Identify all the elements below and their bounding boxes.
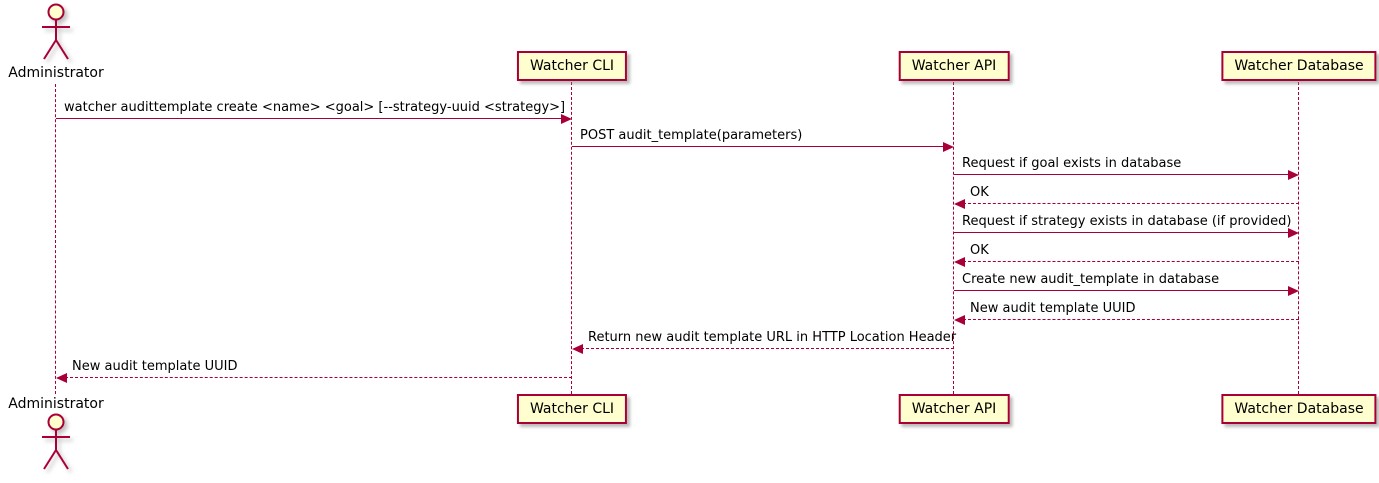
message-arrowhead-icon bbox=[572, 344, 583, 354]
actor-administrator-top-icon bbox=[34, 2, 78, 66]
actor-administrator-bottom-label: Administrator bbox=[8, 396, 104, 412]
message-label: Request if strategy exists in database (… bbox=[962, 214, 1292, 229]
lifeline-administrator bbox=[55, 84, 56, 394]
participant-watcher-database-bottom: Watcher Database bbox=[1221, 394, 1377, 424]
participant-watcher-cli-bottom: Watcher CLI bbox=[516, 394, 628, 424]
message-arrowhead-icon bbox=[56, 373, 67, 383]
message-line bbox=[963, 319, 1299, 320]
message-line bbox=[65, 377, 572, 378]
message-line bbox=[954, 174, 1290, 175]
message-label: New audit template UUID bbox=[72, 359, 238, 374]
message-label: POST audit_template(parameters) bbox=[580, 128, 803, 143]
lifeline-watcher-database bbox=[1298, 82, 1299, 394]
message-line bbox=[56, 118, 563, 119]
message-line bbox=[954, 232, 1290, 233]
message-line bbox=[572, 146, 945, 147]
message-arrowhead-icon bbox=[561, 114, 572, 124]
lifeline-watcher-api bbox=[953, 82, 954, 394]
message-arrowhead-icon bbox=[954, 315, 965, 325]
message-line bbox=[954, 290, 1290, 291]
message-label: OK bbox=[970, 185, 989, 200]
message-label: Request if goal exists in database bbox=[962, 156, 1182, 171]
message-arrowhead-icon bbox=[1288, 286, 1299, 296]
message-arrowhead-icon bbox=[943, 142, 954, 152]
participant-watcher-database-top: Watcher Database bbox=[1221, 51, 1377, 81]
message-label: New audit template UUID bbox=[970, 301, 1136, 316]
message-arrowhead-icon bbox=[954, 257, 965, 267]
message-label: Create new audit_template in database bbox=[962, 272, 1220, 287]
participant-watcher-api-top: Watcher API bbox=[898, 51, 1010, 81]
message-line bbox=[963, 203, 1299, 204]
message-arrowhead-icon bbox=[1288, 228, 1299, 238]
message-line bbox=[963, 261, 1299, 262]
message-label: OK bbox=[970, 243, 989, 258]
message-arrowhead-icon bbox=[954, 199, 965, 209]
participant-watcher-cli-top: Watcher CLI bbox=[516, 51, 628, 81]
participant-watcher-api-bottom: Watcher API bbox=[898, 394, 1010, 424]
actor-administrator-top-label: Administrator bbox=[8, 65, 104, 81]
message-arrowhead-icon bbox=[1288, 170, 1299, 180]
message-line bbox=[581, 348, 954, 349]
actor-administrator-bottom-icon bbox=[34, 412, 78, 476]
message-label: watcher audittemplate create <name> <goa… bbox=[64, 100, 566, 115]
message-label: Return new audit template URL in HTTP Lo… bbox=[588, 330, 957, 345]
lifeline-watcher-cli bbox=[571, 82, 572, 394]
